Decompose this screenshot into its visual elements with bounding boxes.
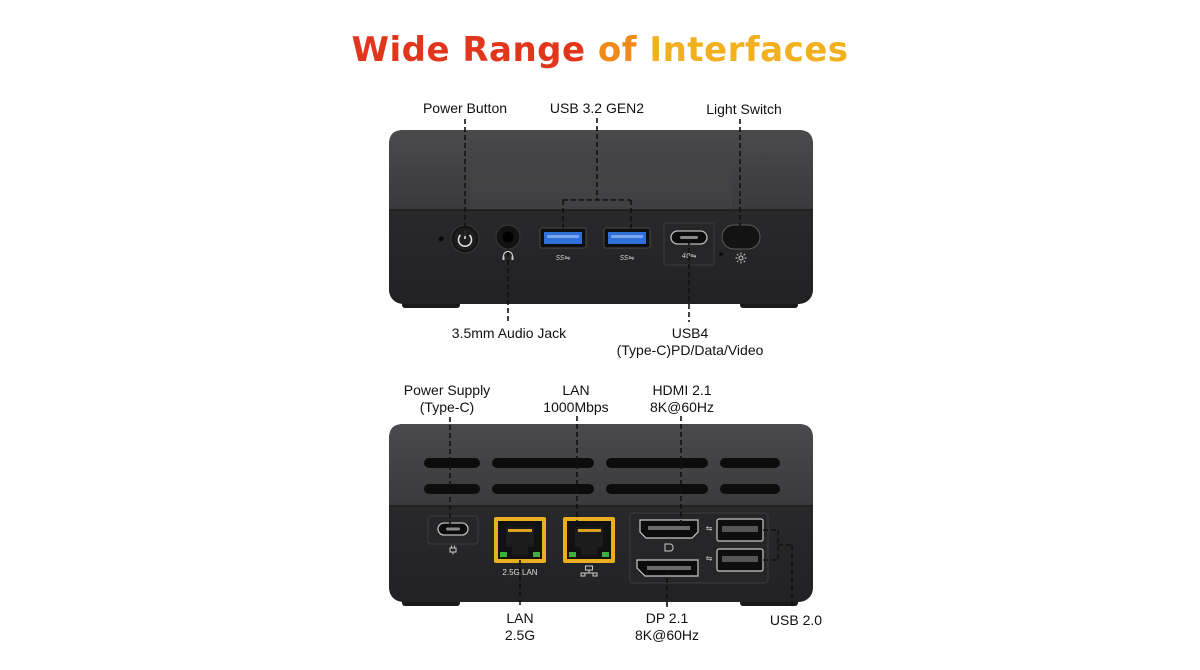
power-button[interactable] [450,224,480,254]
light-icon [735,252,747,264]
hdmi-port[interactable] [639,519,699,539]
displayport-port[interactable] [636,559,699,577]
rear-callouts [449,416,793,608]
plug-icon [449,545,457,555]
power-supply-label: Power Supply(Type-C) [403,382,491,415]
front-device: SS⇋ SS⇋ 40⇋ [389,130,813,308]
headphone-icon [502,250,514,260]
audio-jack-label: 3.5mm Audio Jack [451,325,567,341]
superspeed-usb-icon: SS⇋ [556,254,571,262]
title-part-2: of [597,30,650,70]
light-switch-label: Light Switch [706,101,782,117]
light-led [719,252,723,256]
title-part-3: Interfaces [649,30,849,70]
power-supply-port[interactable] [437,522,469,536]
usb4-label: USB4(Type-C)PD/Data/Video [616,325,764,358]
usb20-port-2[interactable] [716,548,764,572]
front-callouts [464,118,741,322]
usb-icon: ⇋ [706,554,713,563]
network-icon [580,565,598,577]
page-title: Wide Range of Interfaces [0,30,1200,70]
lan-1000mbps-port[interactable] [563,517,615,563]
usb-icon: ⇋ [706,524,713,533]
audio-jack[interactable] [495,224,521,250]
superspeed-usb-icon: SS⇋ [620,254,635,262]
usb20-label: USB 2.0 [769,612,823,628]
usb32-port-2[interactable] [603,227,651,249]
title-part-1: Wide Range [351,30,598,70]
hdmi-icon [664,543,674,552]
vent-slots [424,458,780,494]
lan-2-5g-port[interactable] [494,517,546,563]
rear-device: 2.5G LAN [389,424,813,606]
usb32-port-1[interactable] [539,227,587,249]
front-top-inset [470,140,732,210]
usb32-label: USB 3.2 GEN2 [549,100,645,116]
light-switch-button[interactable] [721,224,761,250]
power-led [438,236,444,242]
usb20-port-1[interactable] [716,518,764,542]
power-button-label: Power Button [422,100,508,116]
